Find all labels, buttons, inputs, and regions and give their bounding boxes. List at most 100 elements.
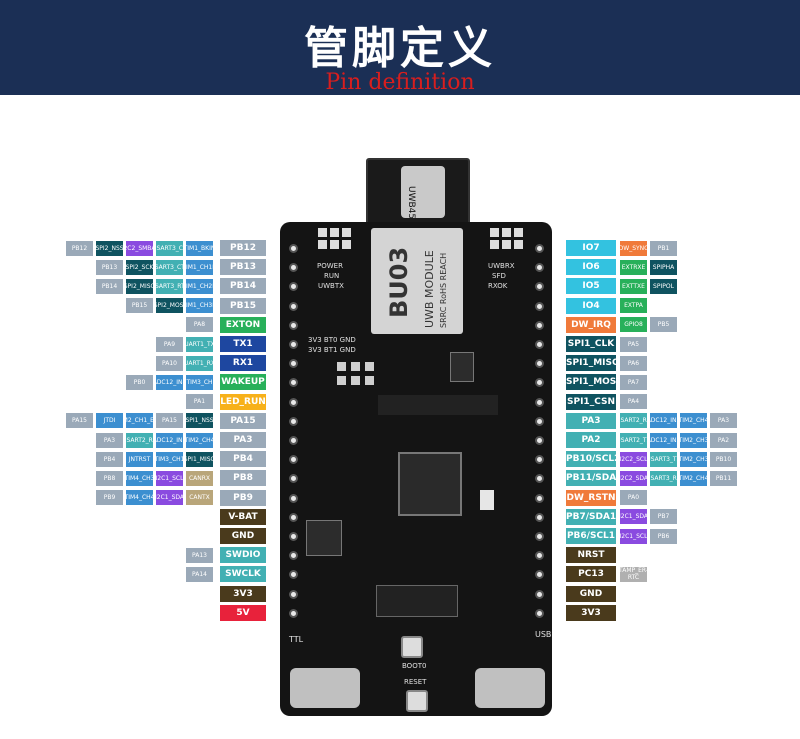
pin-label: TX1 [220, 336, 266, 352]
header-pin [535, 589, 544, 599]
bu03-module: BU03 UWB MODULE SRRC RoHS REACH [371, 228, 463, 334]
pin-function-tag: PB10 [710, 451, 737, 467]
jumper-pad [490, 240, 499, 249]
pin-label: SWDIO [220, 547, 266, 564]
silk-sfd: SFD [492, 272, 506, 280]
pin-function-tag: TIM3_CH1 [156, 451, 183, 467]
boot-jumper-pin[interactable] [365, 362, 374, 371]
pin-function-tag: UART1_RX [186, 355, 213, 371]
header-pin [289, 570, 298, 580]
header-pin [289, 608, 298, 618]
header-pin [535, 608, 544, 618]
pin-label: PB14 [220, 278, 266, 295]
header-pin [535, 301, 544, 311]
pin-label: PA2 [566, 432, 616, 448]
header-pin [289, 397, 298, 407]
pin-label: WAKEUP [220, 374, 266, 391]
header-pin [289, 244, 298, 253]
pin-label: RX1 [220, 355, 266, 372]
header-pin [289, 474, 298, 484]
title-english: Pin definition [325, 70, 475, 95]
header-pin [535, 570, 544, 580]
ldo-chip [306, 520, 342, 556]
antenna-label: UWB45 [406, 186, 416, 220]
pin-function-tag: PA6 [620, 355, 647, 371]
boot-jumper-pin[interactable] [337, 362, 346, 371]
pin-label: DW_IRQ [566, 316, 616, 333]
pin-function-tag: SPIPOL [650, 278, 677, 294]
header-pin [535, 416, 544, 426]
boot-jumper-pin[interactable] [337, 376, 346, 385]
pin-function-tag: PA8 [186, 317, 213, 333]
usb-c-usb-port[interactable] [475, 668, 545, 708]
pin-label: GND [220, 528, 266, 544]
header-pin [535, 455, 544, 465]
header-pin [289, 493, 298, 503]
usb-c-ttl-port[interactable] [290, 668, 360, 708]
header-pin [289, 263, 298, 273]
pin-function-tag: USART3_TX [650, 451, 677, 467]
module-line2: SRRC RoHS REACH [439, 252, 448, 328]
pin-function-tag: I2C1_SCL [156, 470, 183, 486]
pin-label: PA15 [220, 412, 266, 429]
header-pin [535, 378, 544, 388]
pin-function-tag: EXTTXE [620, 278, 647, 294]
pin-function-tag: I2C1_SDA [156, 490, 183, 506]
pin-label: LED_RUN [220, 393, 266, 410]
boot-jumper-pin[interactable] [365, 376, 374, 385]
pin-function-tag: PA3 [96, 432, 123, 448]
pin-function-tag: TIM2_CH1_ETR [126, 413, 153, 429]
silk-boot-row1: 3V3 BT0 GND [308, 336, 356, 344]
pin-label: NRST [566, 547, 616, 564]
pin-function-tag: DW_SYNC [620, 240, 647, 256]
silk-ttl: TTL [289, 635, 304, 644]
pin-label: IO4 [566, 297, 616, 314]
pin-function-tag: PA5 [620, 336, 647, 352]
boot-jumper-pin[interactable] [351, 362, 360, 371]
header-pin [289, 359, 298, 369]
pin-function-tag: SPIPHA [650, 259, 677, 275]
pin-label: SPI1_CSN [566, 393, 616, 410]
pin-function-tag: USART3_CK [156, 240, 183, 256]
header-pin [535, 532, 544, 541]
header-pin [289, 340, 298, 349]
led-row [378, 395, 498, 415]
pin-label: PA3 [220, 432, 266, 448]
pin-function-tag: PB9 [96, 490, 123, 506]
pin-function-tag: ADC12_IN3 [156, 432, 183, 448]
boot0-button[interactable] [401, 636, 423, 658]
pin-label: SWCLK [220, 566, 266, 583]
header-pin [289, 551, 298, 561]
pin-function-tag: ADC12_IN2 [650, 413, 677, 429]
silk-power: POWER [317, 262, 343, 270]
pin-label: PB11/SDA2 [566, 470, 622, 487]
header-pin [535, 340, 544, 349]
pin-function-tag: USART2_TX [620, 432, 647, 448]
pin-label: V-BAT [220, 508, 266, 525]
jumper-pad [502, 240, 511, 249]
pin-label: SPI1_MOSI [566, 374, 620, 391]
pin-function-tag: PB14 [96, 278, 123, 294]
header-pin [289, 320, 298, 330]
uwb-antenna-connector: UWB45 [366, 158, 470, 230]
pin-function-tag: PA7 [620, 374, 647, 390]
header-pin [535, 359, 544, 369]
reset-button[interactable] [406, 690, 428, 712]
pin-function-tag: PB4 [96, 451, 123, 467]
pin-function-tag: PB8 [96, 470, 123, 486]
pin-function-tag: PB6 [650, 528, 677, 544]
silk-boot0: BOOT0 [402, 662, 427, 670]
pin-function-tag: USART3_RTS [156, 278, 183, 294]
pin-function-tag: USART2_RX [620, 413, 647, 429]
pin-function-tag: TIM1_CH1N [186, 259, 213, 275]
header-pin [289, 378, 298, 388]
pin-function-tag: PB1 [650, 240, 677, 256]
header-pin [535, 436, 544, 445]
pin-function-tag: PA2 [710, 432, 737, 448]
pin-label: IO7 [566, 240, 616, 256]
jumper-pad [514, 228, 523, 237]
pin-function-tag: PA13 [186, 547, 213, 563]
boot-jumper-pin[interactable] [351, 376, 360, 385]
pin-function-tag: TIM4_CH3 [126, 470, 153, 486]
pin-function-tag: SPI2_MOSI [156, 298, 183, 314]
